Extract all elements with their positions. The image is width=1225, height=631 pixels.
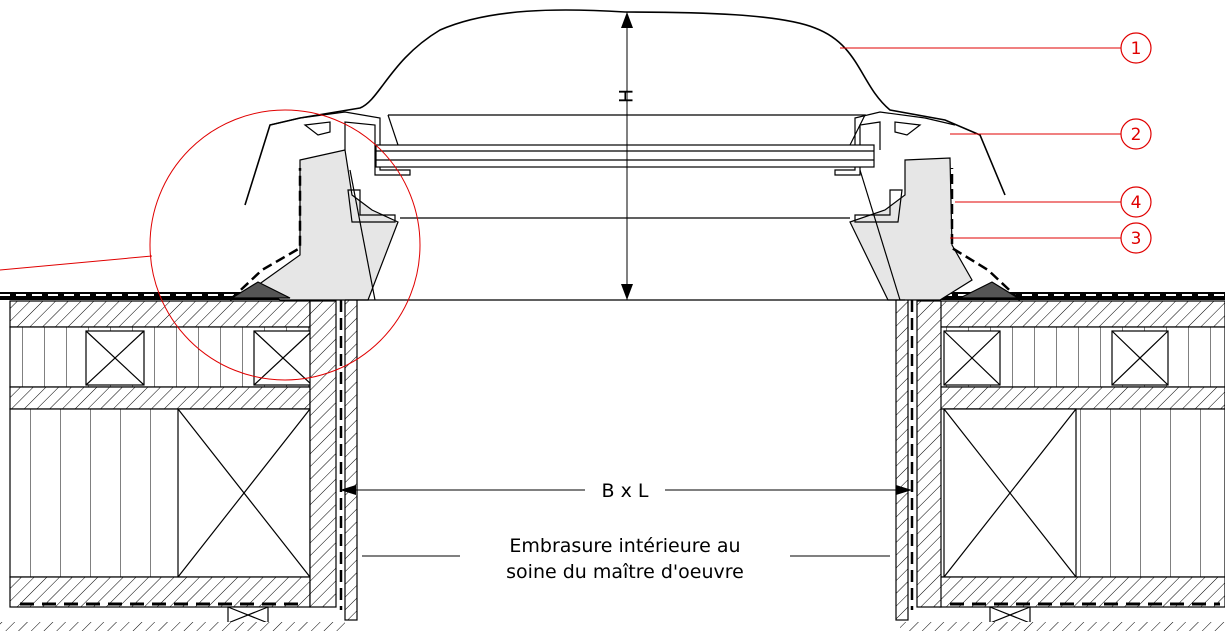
deck-top-left [9, 300, 311, 328]
height-label: H [616, 89, 638, 103]
reveal-note: Embrasure intérieure au soine du maître … [362, 535, 890, 583]
deck-top-right [939, 300, 1225, 328]
upstand [229, 149, 1021, 301]
callout-4-number: 4 [1131, 193, 1142, 213]
deck-bottom-left [9, 576, 311, 608]
glazing-unit [375, 144, 875, 168]
note-line-2: soine du maître d'oeuvre [506, 561, 744, 583]
callout-2-number: 2 [1131, 125, 1142, 145]
frame-profiles [269, 111, 956, 301]
membrane-left [0, 292, 345, 300]
membrane-right [905, 292, 1225, 300]
detail-circle [0, 109, 421, 381]
callout-2: 2 [1120, 118, 1152, 150]
dimension-opening: B x L [340, 480, 912, 502]
roof-structure-left [0, 289, 358, 631]
dimension-height: H [616, 12, 638, 300]
callout-3: 3 [1120, 222, 1152, 254]
opening-label: B x L [602, 480, 649, 502]
callout-3-number: 3 [1131, 229, 1142, 249]
wall-left [309, 300, 337, 608]
callout-1-number: 1 [1131, 39, 1142, 59]
callout-4: 4 [1120, 186, 1152, 218]
callouts [840, 47, 1121, 239]
roof-structure-right [895, 289, 1225, 631]
wall-right [916, 300, 942, 608]
dome [244, 9, 1006, 206]
upstand-right [849, 157, 973, 301]
callout-1: 1 [1120, 32, 1152, 64]
upstand-left [256, 149, 399, 301]
note-line-1: Embrasure intérieure au [509, 535, 740, 557]
deck-middle-left [9, 386, 311, 410]
deck-middle-right [939, 386, 1225, 410]
